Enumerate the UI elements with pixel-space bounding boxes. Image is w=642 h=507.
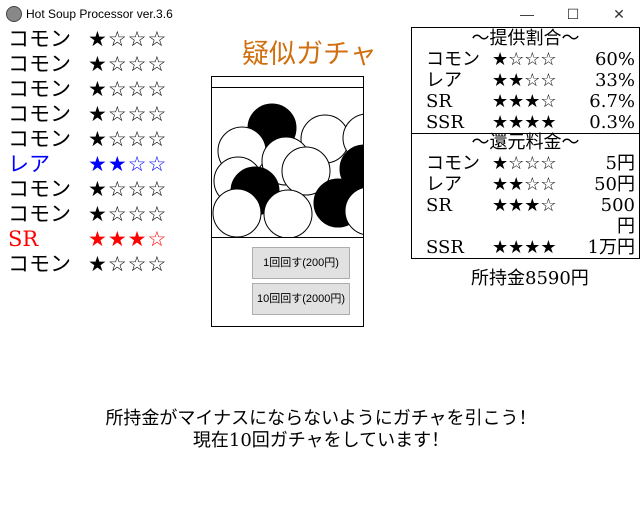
rates-row: レア ★★☆☆ 33%	[412, 70, 639, 91]
rarity-stars: ★☆☆☆	[492, 153, 557, 174]
status-message: 現在10回ガチャをしています！	[192, 430, 450, 451]
capsule	[281, 146, 331, 196]
result-item: コモン ★☆☆☆	[8, 52, 167, 77]
refunds-panel: ～還元料金～ コモン ★☆☆☆ 5円レア ★★☆☆ 50円 SR ★★★☆ 500円 SSR ★★…	[411, 132, 640, 259]
rarity-stars: ★☆☆☆	[88, 202, 168, 226]
rates-row: SSR ★★★★ 0.3%	[412, 112, 639, 133]
rarity-stars: ★☆☆☆	[88, 252, 168, 276]
refunds-row: SR ★★★☆ 500円	[412, 195, 639, 237]
rates-value: 60%	[594, 49, 635, 70]
rarity-name: SR	[426, 91, 452, 112]
rarity-stars: ★★★★	[492, 237, 557, 258]
rarity-name: レア	[8, 152, 50, 176]
divider	[212, 237, 363, 238]
result-item: コモン ★☆☆☆	[8, 127, 167, 152]
rates-value: 6.7%	[589, 91, 635, 112]
spin-ten-button[interactable]: 10回回す(2000円)	[252, 283, 350, 315]
money-label: 所持金8590円	[471, 268, 589, 289]
rarity-name: コモン	[8, 252, 71, 276]
capsule	[263, 189, 313, 237]
rarity-name: SSR	[426, 237, 464, 258]
rarity-stars: ★☆☆☆	[88, 27, 168, 51]
gacha-machine: 1回回す(200円) 10回回す(2000円)	[211, 76, 364, 327]
refunds-row: レア ★★☆☆ 50円	[412, 174, 639, 195]
result-item: コモン ★☆☆☆	[8, 77, 167, 102]
rarity-stars: ★☆☆☆	[88, 177, 168, 201]
rarity-name: コモン	[8, 177, 71, 201]
result-item: コモン ★☆☆☆	[8, 102, 167, 127]
close-button[interactable]: ✕	[613, 6, 625, 22]
rarity-name: コモン	[8, 127, 71, 151]
rarity-name: コモン	[8, 102, 71, 126]
result-item: レア ★★☆☆	[8, 152, 167, 177]
maximize-button[interactable]: ☐	[566, 6, 580, 22]
rarity-stars: ★★★★	[492, 112, 557, 133]
capsule	[344, 187, 363, 235]
rarity-name: SSR	[426, 112, 464, 133]
rarity-name: コモン	[8, 27, 71, 51]
refunds-heading: ～還元料金～	[471, 132, 580, 153]
rarity-name: SR	[426, 195, 452, 216]
rarity-stars: ★★☆☆	[492, 174, 557, 195]
refunds-value: 50円	[594, 174, 635, 195]
result-item: コモン ★☆☆☆	[8, 27, 167, 52]
rarity-stars: ★★★☆	[492, 91, 557, 112]
rates-row: SR ★★★☆ 6.7%	[412, 91, 639, 112]
rarity-name: コモン	[8, 77, 71, 101]
page-title: 疑似ガチャ	[242, 39, 377, 70]
rarity-stars: ★☆☆☆	[88, 102, 168, 126]
divider	[212, 87, 363, 88]
refunds-row: SSR ★★★★ 1万円	[412, 237, 639, 258]
refunds-value: 500円	[600, 195, 635, 237]
rarity-stars: ★★☆☆	[88, 152, 168, 176]
capsules	[212, 103, 363, 237]
title-bar: Hot Soup Processor ver.3.6 — ☐ ✕	[0, 0, 642, 28]
rarity-name: コモン	[426, 49, 480, 70]
rarity-name: レア	[426, 70, 462, 91]
minimize-button[interactable]: —	[520, 6, 534, 22]
rarity-name: レア	[426, 174, 462, 195]
rarity-name: SR	[8, 227, 39, 251]
rarity-stars: ★★★☆	[492, 195, 557, 216]
result-item: SR ★★★☆	[8, 227, 167, 252]
capsule	[212, 188, 262, 237]
result-item: コモン ★☆☆☆	[8, 252, 167, 277]
rates-heading: ～提供割合～	[471, 28, 580, 49]
hint-message: 所持金がマイナスにならないようにガチャを引こう！	[105, 408, 537, 429]
refunds-value: 1万円	[587, 237, 635, 258]
rarity-stars: ★★☆☆	[492, 70, 557, 91]
rarity-stars: ★☆☆☆	[88, 52, 168, 76]
refunds-row: コモン ★☆☆☆ 5円	[412, 153, 639, 174]
rarity-name: コモン	[426, 153, 480, 174]
rarity-name: コモン	[8, 52, 71, 76]
result-item: コモン ★☆☆☆	[8, 177, 167, 202]
rarity-name: コモン	[8, 202, 71, 226]
result-item: コモン ★☆☆☆	[8, 202, 167, 227]
refunds-value: 5円	[605, 153, 635, 174]
rarity-stars: ★★★☆	[88, 227, 168, 251]
rarity-stars: ★☆☆☆	[88, 127, 168, 151]
rarity-stars: ★☆☆☆	[492, 49, 557, 70]
rarity-stars: ★☆☆☆	[88, 77, 168, 101]
rates-row: コモン ★☆☆☆ 60%	[412, 49, 639, 70]
rates-panel: ～提供割合～ コモン ★☆☆☆ 60% レア ★★☆☆ 33% SR ★★★☆ 6.7% SSR ★…	[411, 27, 640, 134]
rates-value: 33%	[594, 70, 635, 91]
rates-value: 0.3%	[589, 112, 635, 133]
app-icon	[6, 6, 22, 22]
window-title: Hot Soup Processor ver.3.6	[26, 7, 173, 21]
spin-once-button[interactable]: 1回回す(200円)	[252, 247, 350, 279]
